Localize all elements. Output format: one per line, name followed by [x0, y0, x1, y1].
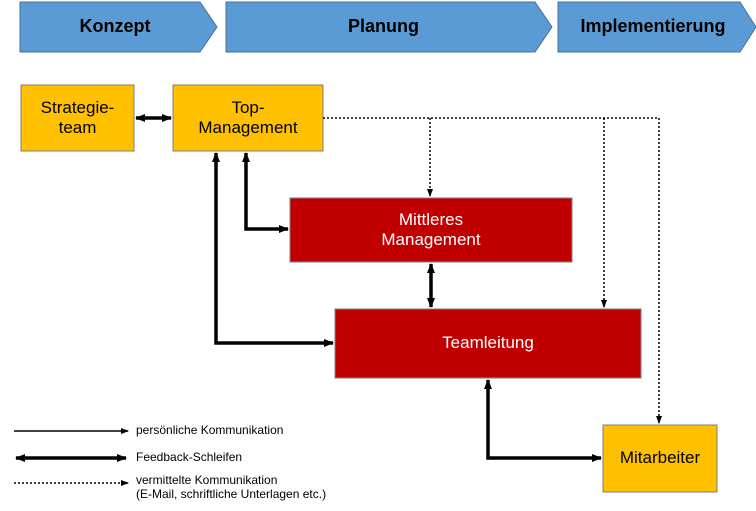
phase-konzept-shape: [19, 1, 218, 53]
phase-planung-label: Planung: [348, 16, 419, 37]
phase-planung-shape: [225, 1, 553, 53]
teamleitung-box: [334, 308, 642, 379]
legend-persoenlich-label: persönliche Kommunikation: [136, 423, 284, 437]
phase-implementierung-shape: [557, 1, 756, 53]
phase-konzept-label: Konzept: [79, 16, 151, 37]
mitarbeiter-box: [602, 424, 718, 493]
mitarbeiter-label: Mitarbeiter: [619, 448, 701, 468]
phase-implementierung-label: Implementierung: [580, 16, 726, 37]
teamleitung-label: Teamleitung: [442, 333, 534, 353]
mittleres-management-box: [289, 197, 573, 263]
feedback-top-teamleitung: [212, 152, 334, 347]
strategieteam-box: [20, 84, 135, 152]
strategieteam-label: Strategie- team: [40, 97, 115, 137]
legend-feedback-label: Feedback-Schleifen: [136, 450, 243, 464]
mittleres-management-label: Mittleres Management: [381, 209, 481, 249]
feedback-top-mittleres: [242, 152, 289, 233]
top-management-label: Top- Management: [198, 97, 298, 137]
legend-vermittelt-label: vermittelte Kommunikation (E-Mail, schri…: [136, 473, 327, 502]
feedback-teamleitung-mitarbeiter: [484, 379, 602, 462]
top-management-box: [172, 84, 324, 152]
